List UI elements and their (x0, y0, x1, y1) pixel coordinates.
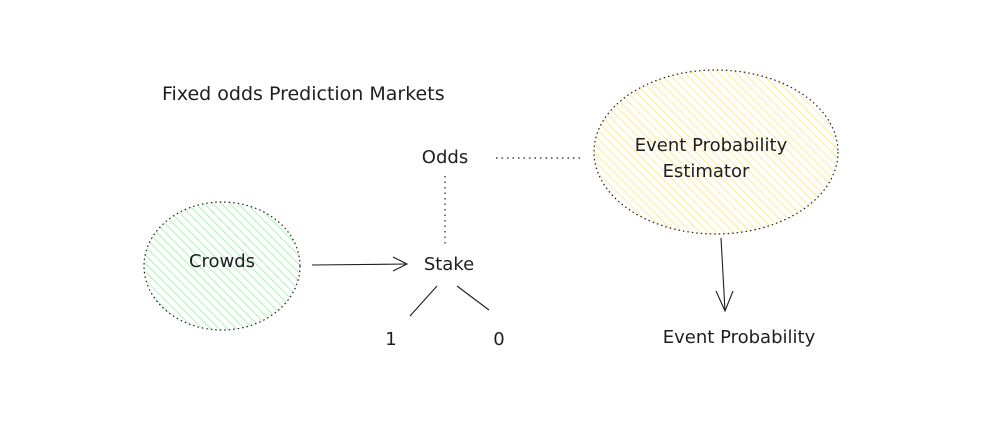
crowds-to-stake-arrow (311, 263, 408, 266)
odds-label: Odds (422, 147, 468, 168)
crowds-to-stake-arrowhead (392, 256, 409, 272)
estimator-node (593, 69, 839, 235)
outcome-zero-label: 0 (493, 329, 504, 350)
crowds-label: Crowds (189, 251, 255, 272)
outcome-one-label: 1 (385, 329, 396, 350)
estimator-label-line1: Event Probability (635, 135, 788, 156)
estimator-to-probability-arrow (720, 237, 726, 312)
event-probability-label: Event Probability (663, 327, 816, 348)
stake-to-one-branch (409, 285, 438, 317)
stake-label: Stake (424, 254, 474, 275)
estimator-to-probability-arrowhead (715, 290, 734, 313)
estimator-label-line2: Estimator (663, 161, 750, 182)
crowds-node (143, 201, 301, 331)
diagram-title: Fixed odds Prediction Markets (162, 83, 445, 105)
stake-to-zero-branch (456, 285, 490, 311)
